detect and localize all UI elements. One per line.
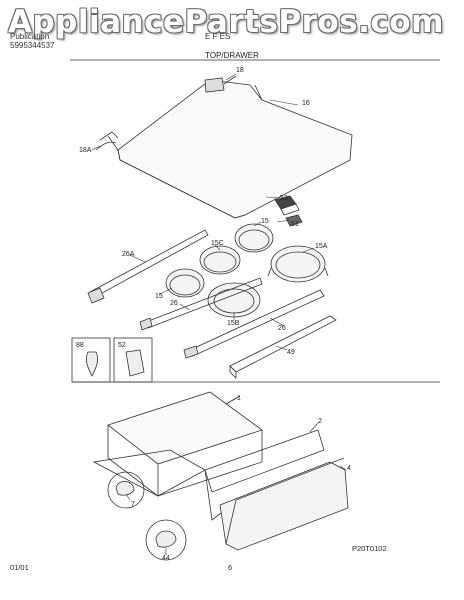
wire-18a bbox=[95, 131, 119, 151]
callout-15b: 15B bbox=[227, 320, 240, 327]
callout-leaders bbox=[91, 73, 347, 555]
switch-53 bbox=[274, 195, 300, 216]
callout-16: 16 bbox=[302, 100, 310, 107]
section-title: TOP/DRAWER bbox=[205, 51, 259, 60]
rail-26-left bbox=[139, 277, 263, 331]
drawer-body-1 bbox=[107, 391, 263, 497]
footer-diagram-code: P20T0102 bbox=[352, 544, 387, 553]
element-15c bbox=[199, 245, 241, 275]
callout-26a: 26A bbox=[122, 251, 135, 258]
callout-15a: 15A bbox=[315, 243, 328, 250]
drawer-base-sheet bbox=[92, 449, 206, 497]
callout-15-top: 15 bbox=[261, 218, 269, 225]
callout-52: 52 bbox=[118, 342, 126, 349]
element-15-top bbox=[234, 223, 274, 253]
callout-26-right: 26 bbox=[278, 325, 286, 332]
callout-18: 18 bbox=[236, 67, 244, 74]
trim-strip-49 bbox=[229, 315, 337, 379]
element-15a bbox=[267, 245, 329, 283]
callout-1: 1 bbox=[237, 395, 241, 402]
element-15-left bbox=[165, 268, 205, 298]
detail-7-clip bbox=[115, 481, 135, 496]
callout-2: 2 bbox=[318, 418, 322, 425]
drawer-front-2 bbox=[204, 429, 325, 521]
bracket-18 bbox=[204, 75, 237, 93]
rail-26-right bbox=[183, 289, 325, 359]
callout-18a: 18A bbox=[79, 147, 92, 154]
callout-49: 49 bbox=[287, 349, 295, 356]
callout-4: 4 bbox=[347, 465, 351, 472]
callout-26-left: 26 bbox=[170, 300, 178, 307]
switch-51 bbox=[285, 214, 303, 227]
publication-number: 5995344537 bbox=[10, 41, 55, 50]
clip-88-shape bbox=[85, 351, 99, 377]
model-number: E F ES bbox=[205, 32, 231, 41]
detail-44-roller bbox=[155, 530, 177, 548]
callout-15c: 15C bbox=[211, 240, 224, 247]
cooktop-top-panel bbox=[117, 79, 353, 219]
publication-label: Publication bbox=[10, 32, 50, 41]
callout-15-left: 15 bbox=[155, 293, 163, 300]
rail-26a bbox=[87, 229, 209, 304]
watermark-logo: AppliancePartsPros.com bbox=[8, 4, 444, 40]
drawer-panel-4 bbox=[219, 457, 349, 551]
footer-page-number: 6 bbox=[228, 563, 233, 572]
detail-circle-7 bbox=[107, 471, 145, 509]
clip-52-shape bbox=[125, 349, 145, 377]
callout-88: 88 bbox=[76, 342, 84, 349]
callout-51: 51 bbox=[291, 221, 299, 228]
footer-date: 01/01 bbox=[10, 563, 29, 572]
callout-53: 53 bbox=[280, 195, 288, 202]
detail-circle-44 bbox=[145, 519, 187, 561]
callout-7: 7 bbox=[131, 501, 135, 508]
callout-44: 44 bbox=[162, 555, 170, 562]
